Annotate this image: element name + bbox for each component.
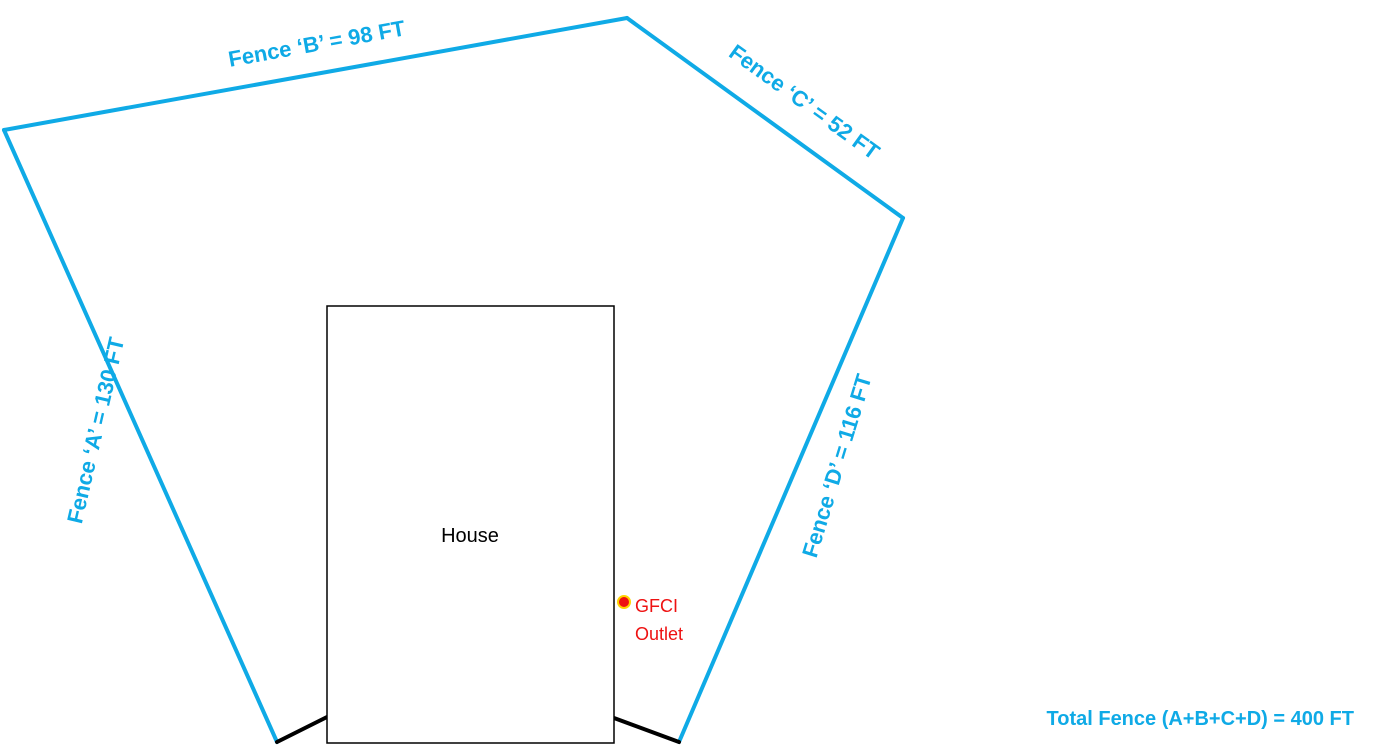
fence-a-line bbox=[2, 128, 279, 744]
gfci-outlet-marker bbox=[617, 595, 631, 609]
fence-c-line bbox=[625, 16, 905, 220]
fence-a-label: Fence ‘A’ = 130 FT bbox=[62, 334, 129, 525]
gate-right-line bbox=[612, 716, 681, 744]
outlet-label-line1: GFCI bbox=[635, 596, 678, 616]
gate-left-line bbox=[275, 715, 329, 744]
fence-d-line bbox=[677, 216, 905, 744]
house-label: House bbox=[441, 525, 499, 547]
house-outline bbox=[326, 305, 615, 744]
total-fence-label: Total Fence (A+B+C+D) = 400 FT bbox=[1047, 708, 1355, 730]
fence-d-label: Fence ‘D’ = 116 FT bbox=[797, 371, 877, 561]
fence-b-line bbox=[2, 16, 629, 132]
outlet-label-line2: Outlet bbox=[635, 624, 683, 644]
